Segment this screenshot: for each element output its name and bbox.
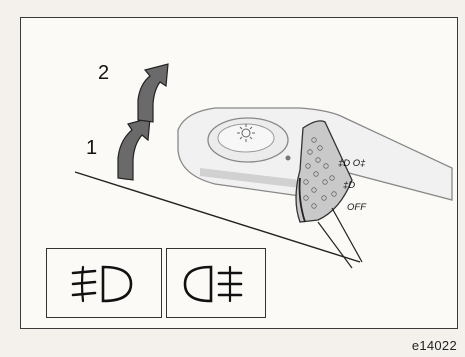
front-fog-light-icon	[71, 265, 133, 303]
front-fog-light-symbol-box	[46, 248, 162, 318]
step-1-label: 1	[86, 137, 98, 159]
headlight-sun-icon	[237, 124, 255, 142]
fog-light-rotary-ring	[295, 120, 353, 223]
pointer-line-1	[331, 207, 363, 263]
ring-label-front: ‡D	[343, 180, 355, 191]
rear-fog-light-symbol-box	[166, 248, 266, 318]
figure-code: e14022	[411, 338, 457, 353]
step-1-arrow-icon	[117, 117, 151, 181]
column-edge-line	[74, 171, 361, 263]
ring-label-off: OFF	[347, 202, 367, 213]
pointer-line-2	[317, 221, 353, 269]
ring-label-front-rear: ‡D O‡	[338, 158, 366, 169]
step-2-arrow-icon	[137, 63, 169, 123]
rear-fog-light-icon	[183, 265, 243, 303]
step-2-label: 2	[98, 62, 110, 84]
